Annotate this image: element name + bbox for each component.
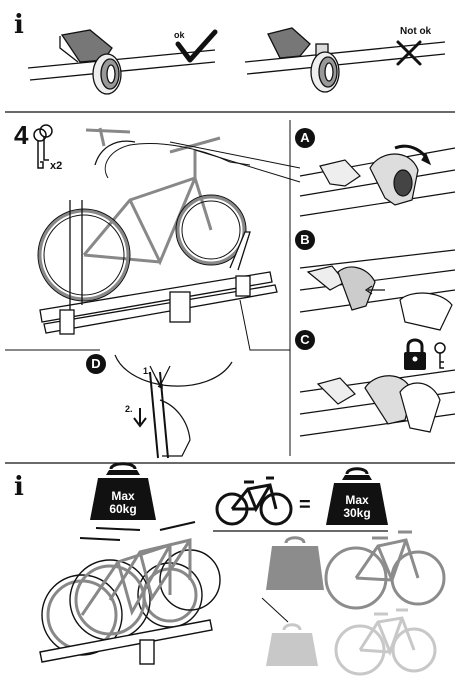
cross-icon — [396, 40, 422, 66]
heavy-bike-icon — [324, 530, 446, 610]
callout-b: B — [295, 230, 315, 250]
ok-label: ok — [174, 30, 185, 40]
callout-d: D — [86, 354, 106, 374]
callout-leaders — [5, 141, 301, 351]
key-count: x2 — [50, 160, 63, 172]
step-number: 4 — [14, 120, 29, 150]
heavy-weight-icon — [266, 536, 324, 590]
leader-line — [261, 597, 289, 623]
callout-c: C — [295, 330, 315, 350]
max-per-bike-weight-label: Max 30kg — [343, 493, 371, 520]
detail-d-illustration — [114, 354, 233, 459]
light-weight-icon — [266, 623, 318, 666]
callout-a: A — [295, 128, 315, 148]
info-icon: i — [14, 10, 24, 40]
key-icon — [33, 124, 53, 169]
d-step-2: 2. — [125, 404, 133, 414]
handle-not-ok-illustration — [244, 27, 446, 93]
small-key-icon — [434, 342, 446, 369]
checkmark-icon — [175, 29, 218, 63]
padlock-icon — [404, 338, 426, 370]
detail-a-illustration — [299, 144, 456, 217]
light-bike-icon — [334, 608, 437, 676]
detail-c-illustration — [299, 369, 456, 437]
max-total-weight-icon — [90, 462, 156, 520]
loaded-carrier-illustration — [39, 521, 221, 665]
bike-on-carrier-illustration — [38, 127, 246, 301]
info-icon-bottom: i — [14, 472, 24, 502]
d-step-1: 1. — [143, 366, 151, 376]
bike-icon — [215, 476, 293, 526]
not-ok-label: Not ok — [400, 26, 432, 37]
carrier-rails — [39, 200, 278, 335]
handle-ok-illustration — [27, 29, 216, 95]
max-per-bike-weight-icon — [326, 467, 388, 525]
equals-sign: = — [299, 494, 311, 516]
detail-b-illustration — [299, 249, 456, 331]
max-total-weight-label: Max 60kg — [109, 489, 137, 516]
